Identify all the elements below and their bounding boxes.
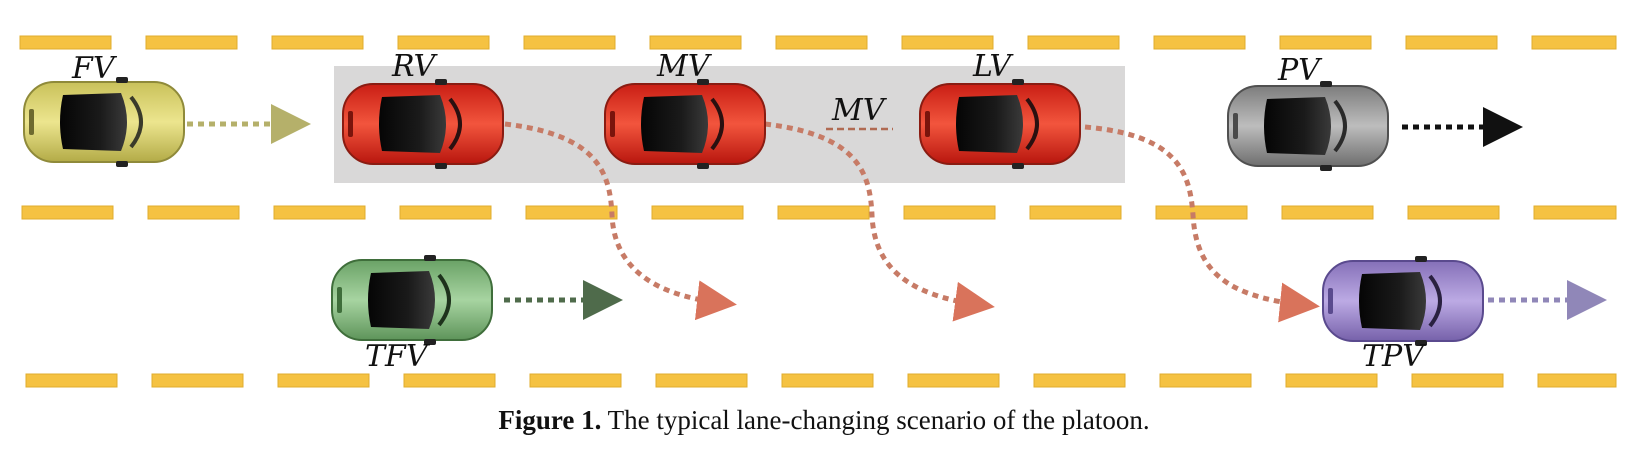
label-mv-gap: MV — [831, 93, 888, 128]
lane-dash — [1033, 373, 1126, 388]
lane-dash — [781, 373, 874, 388]
car-icon-tfv — [331, 255, 493, 345]
lane-dash — [523, 35, 616, 50]
lane-change-diagram: FV RV MV MV LV PV TFV TPV — [19, 35, 1617, 388]
lane-dash — [19, 35, 112, 50]
lane-dash — [1533, 205, 1617, 220]
caption-prefix: Figure 1. — [498, 405, 602, 435]
lane-dash — [271, 35, 364, 50]
lane-dash — [1027, 35, 1120, 50]
lane-dash — [145, 35, 238, 50]
lane-dash — [1531, 35, 1617, 50]
lane-dash — [907, 373, 1000, 388]
figure-caption: Figure 1. The typical lane-changing scen… — [0, 405, 1648, 436]
lane-dash — [147, 205, 240, 220]
lane-dash — [525, 205, 618, 220]
car-icon-lv — [919, 79, 1081, 169]
car-icon-tpv — [1322, 256, 1484, 346]
lane-dash — [1279, 35, 1372, 50]
car-icon-mv — [604, 79, 766, 169]
label-mv: MV — [656, 49, 713, 84]
lane-dash — [403, 373, 496, 388]
rv-trajectory-icon — [504, 121, 737, 321]
lane-dash — [151, 373, 244, 388]
car-icon-fv — [23, 77, 185, 167]
lane-dash — [649, 35, 742, 50]
lane-dash — [1029, 205, 1122, 220]
car-icon-rv — [342, 79, 504, 169]
lane-dash — [1411, 373, 1504, 388]
lane-dash — [277, 373, 370, 388]
caption-text: The typical lane-changing scenario of th… — [601, 405, 1150, 435]
lane-dash — [777, 205, 870, 220]
lane-dash — [775, 35, 868, 50]
lane-dash — [273, 205, 366, 220]
label-pv: PV — [1277, 53, 1323, 88]
lane-dash — [397, 35, 490, 50]
lane-dash — [1281, 205, 1374, 220]
lane-dash — [21, 205, 114, 220]
lane-dash — [1155, 205, 1248, 220]
label-tfv: TFV — [365, 339, 431, 374]
lane-dash — [529, 373, 622, 388]
lane-dash — [1285, 373, 1378, 388]
mv-trajectory-icon — [764, 121, 995, 322]
label-rv: RV — [391, 49, 439, 84]
lane-dash — [1407, 205, 1500, 220]
lane-markings — [19, 35, 1617, 388]
lane-dash — [1405, 35, 1498, 50]
lane-dash — [25, 373, 118, 388]
label-tpv: TPV — [1362, 339, 1427, 374]
lane-dash — [903, 205, 996, 220]
label-fv: FV — [71, 51, 118, 86]
lane-dash — [1153, 35, 1246, 50]
lane-dash — [651, 205, 744, 220]
lane-dash — [901, 35, 994, 50]
lane-dash — [399, 205, 492, 220]
lane-dash — [655, 373, 748, 388]
car-icon-pv — [1227, 81, 1389, 171]
lane-dash — [1159, 373, 1252, 388]
lane-dash — [1537, 373, 1617, 388]
label-lv: LV — [972, 49, 1014, 84]
lv-trajectory-icon — [1084, 124, 1320, 323]
